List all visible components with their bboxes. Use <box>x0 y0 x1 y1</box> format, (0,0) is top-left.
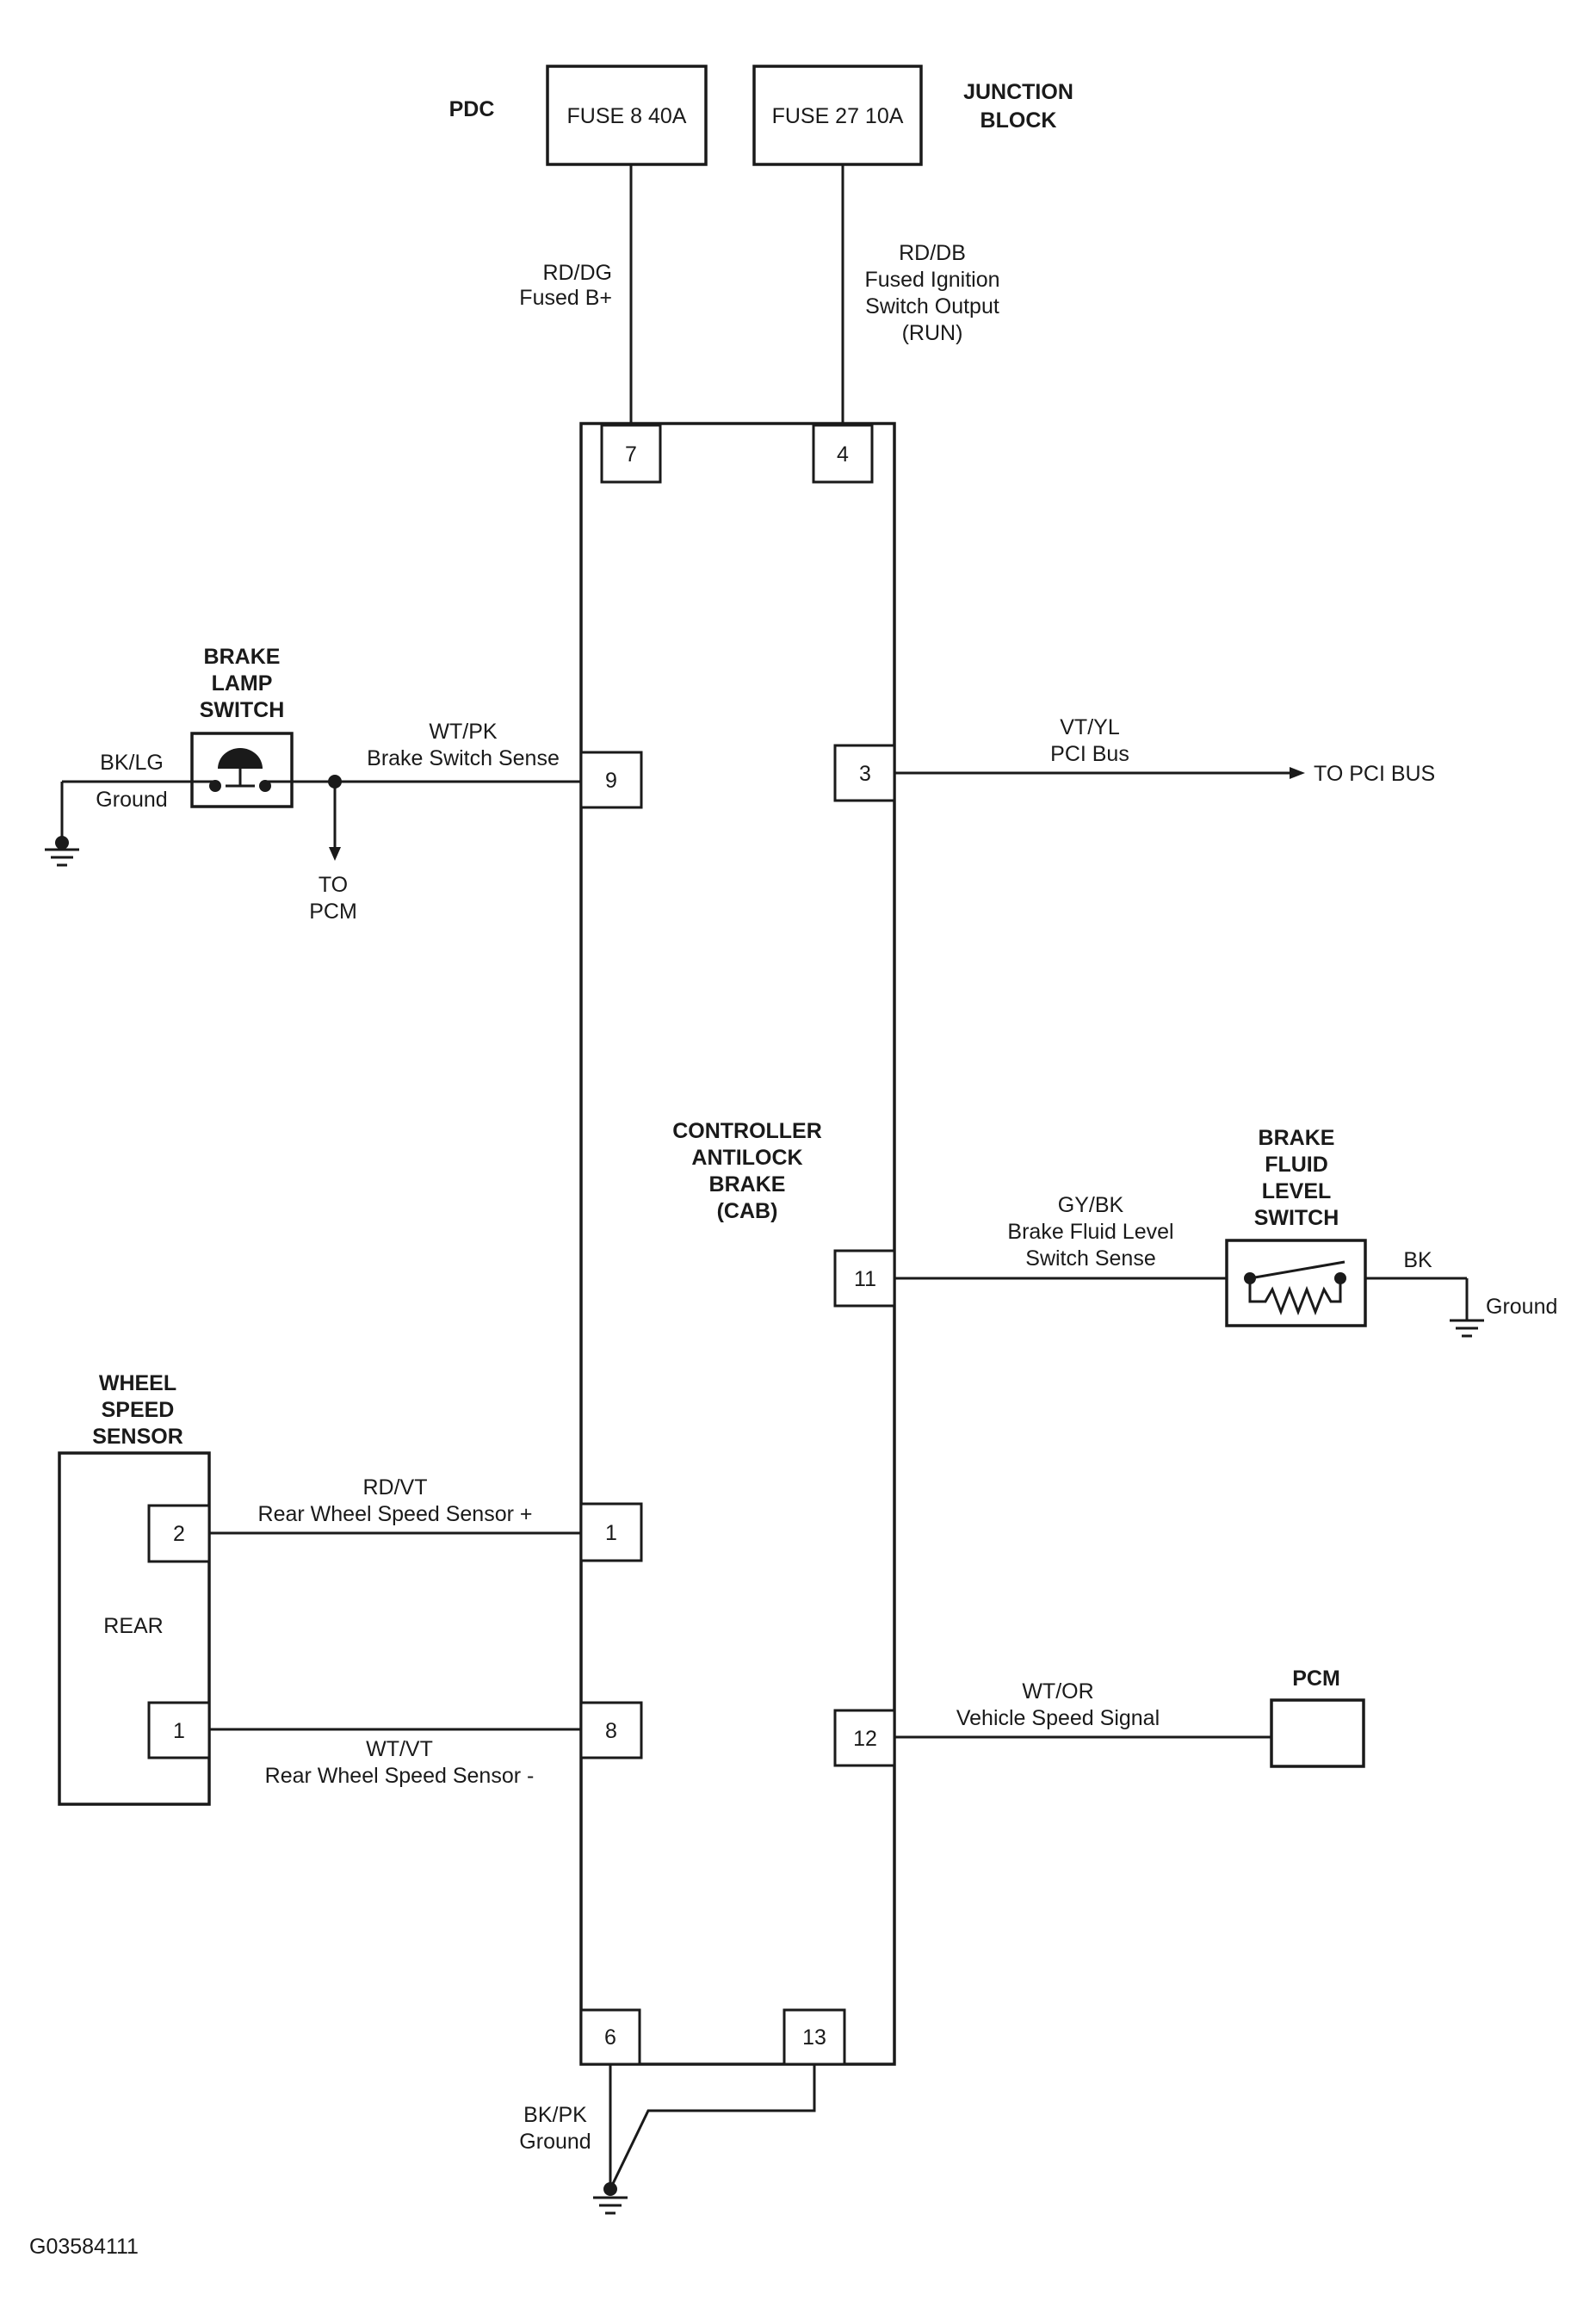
pin-6: 6 <box>579 2008 641 2066</box>
arrow-right-icon <box>1290 767 1305 779</box>
wire-ignition-name-2: Switch Output <box>865 294 999 318</box>
arrow-down-icon <box>329 847 341 861</box>
pin-12: 12 <box>833 1709 896 1767</box>
brake-fluid-switch-label-4: SWITCH <box>1254 1206 1339 1230</box>
wire-vehicle-speed-color: WT/OR <box>1022 1679 1093 1704</box>
wire-brake-switch-sense-name: Brake Switch Sense <box>367 746 560 770</box>
wire-fluid-level-color: GY/BK <box>1058 1193 1124 1217</box>
controller-antilock-brake <box>579 422 896 2066</box>
pin-13: 13 <box>783 2008 846 2066</box>
wss-pin-1 <box>147 1701 211 1759</box>
brake-fluid-switch-label-1: BRAKE <box>1259 1126 1335 1150</box>
wheel-speed-sensor-label-3: SENSOR <box>92 1425 183 1449</box>
controller-label-1: CONTROLLER <box>672 1119 822 1143</box>
pin-8: 8 <box>579 1701 643 1759</box>
to-pci-bus-label: TO PCI BUS <box>1314 762 1435 786</box>
pin-9: 9 <box>579 751 643 809</box>
brake-lamp-switch-label-2: LAMP <box>212 671 273 696</box>
wire-ignition-color: RD/DB <box>899 241 966 265</box>
brake-fluid-switch-label-2: FLUID <box>1265 1153 1328 1177</box>
controller-label-2: ANTILOCK <box>691 1146 802 1170</box>
to-pcm-label-1: TO <box>319 873 348 897</box>
svg-text:1: 1 <box>173 1719 185 1743</box>
svg-text:9: 9 <box>605 769 617 793</box>
fuse-8-label: FUSE 8 40A <box>567 104 687 128</box>
wire-wss-minus-name: Rear Wheel Speed Sensor - <box>265 1764 535 1788</box>
wheel-speed-sensor-label-2: SPEED <box>102 1398 175 1422</box>
svg-text:6: 6 <box>604 2025 616 2050</box>
wire-brake-ground-name: Ground <box>96 788 167 812</box>
pcm-box <box>1270 1698 1365 1768</box>
pin-4: 4 <box>812 424 874 484</box>
wire-wss-plus-name: Rear Wheel Speed Sensor + <box>258 1502 533 1526</box>
pin-3: 3 <box>833 744 896 802</box>
controller-label-3: BRAKE <box>709 1172 786 1197</box>
wire-ignition-name-1: Fused Ignition <box>864 268 999 292</box>
junction-block-label-1: JUNCTION <box>963 80 1073 104</box>
pdc-label: PDC <box>449 97 495 121</box>
brake-fluid-switch-label-3: LEVEL <box>1262 1179 1332 1203</box>
wire-cab-ground-name: Ground <box>519 2130 591 2154</box>
wire-fluid-ground-color: BK <box>1403 1248 1432 1272</box>
junction-block-fuse-27: FUSE 27 10A <box>752 65 923 166</box>
svg-text:7: 7 <box>625 442 637 467</box>
brake-fluid-level-switch <box>1225 1239 1367 1327</box>
switch-plunger-icon <box>218 748 263 769</box>
svg-text:2: 2 <box>173 1522 185 1546</box>
ground-icon <box>593 2196 628 2215</box>
fuse-27-label: FUSE 27 10A <box>772 104 904 128</box>
to-pcm-label-2: PCM <box>309 900 357 924</box>
wire-brake-ground-color: BK/LG <box>100 751 164 775</box>
ground-icon <box>45 848 79 867</box>
brake-lamp-switch-label-3: SWITCH <box>200 698 285 722</box>
wire-fluid-level-name-1: Brake Fluid Level <box>1007 1220 1173 1244</box>
wire-wss-minus-color: WT/VT <box>366 1737 433 1761</box>
svg-text:13: 13 <box>802 2025 826 2050</box>
controller-label-4: (CAB) <box>717 1199 778 1223</box>
figure-id: G03584111 <box>29 2235 139 2259</box>
wheel-speed-sensor-rear-label: REAR <box>103 1614 163 1638</box>
brake-lamp-switch-label-1: BRAKE <box>204 645 281 669</box>
wire-pci-bus-color: VT/YL <box>1060 715 1120 739</box>
pin-7: 7 <box>600 424 662 484</box>
wire-wss-plus-color: RD/VT <box>363 1475 428 1500</box>
wheel-speed-sensor: REAR 2 1 <box>58 1451 211 1806</box>
wire-ignition-name-3: (RUN) <box>902 321 963 345</box>
resistor-icon <box>1248 1278 1342 1316</box>
wire-pci-bus-name: PCI Bus <box>1050 742 1129 766</box>
wire-fused-bplus-color: RD/DG <box>542 261 612 285</box>
wss-pin-2 <box>147 1504 211 1563</box>
svg-text:11: 11 <box>854 1267 876 1291</box>
switch-contact-icon <box>1249 1260 1345 1280</box>
wheel-speed-sensor-label-1: WHEEL <box>99 1371 176 1395</box>
wire-fused-bplus-name: Fused B+ <box>519 286 612 310</box>
brake-lamp-switch <box>190 732 294 808</box>
svg-text:4: 4 <box>837 442 849 467</box>
wire-cab-ground-color: BK/PK <box>523 2103 587 2127</box>
pin-1: 1 <box>579 1502 643 1562</box>
wire-brake-switch-sense-color: WT/PK <box>429 720 497 744</box>
svg-text:1: 1 <box>605 1521 617 1545</box>
pdc-fuse-8: FUSE 8 40A <box>546 65 708 166</box>
pcm-label: PCM <box>1292 1667 1340 1691</box>
wire-fluid-level-name-2: Switch Sense <box>1025 1246 1155 1271</box>
pin-11: 11 <box>833 1249 896 1308</box>
svg-text:8: 8 <box>605 1719 617 1743</box>
junction-block-label-2: BLOCK <box>980 108 1057 133</box>
svg-text:3: 3 <box>859 762 871 786</box>
wire-fluid-ground-name: Ground <box>1486 1295 1557 1319</box>
wire-vehicle-speed-name: Vehicle Speed Signal <box>956 1706 1160 1730</box>
svg-text:12: 12 <box>853 1727 877 1751</box>
ground-icon <box>1450 1319 1484 1338</box>
